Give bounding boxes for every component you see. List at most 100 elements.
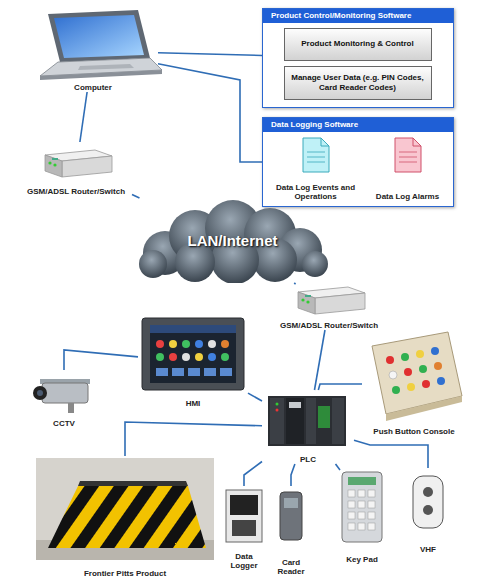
document-icon <box>307 157 325 158</box>
document-icon <box>395 138 421 172</box>
card-reader-illustration <box>280 492 302 540</box>
card-reader-illustration <box>284 498 298 508</box>
plc-illustration <box>270 398 284 444</box>
hmi-illustration <box>195 353 203 361</box>
router-illustration <box>315 293 365 314</box>
plc-illustration <box>332 398 344 444</box>
console-illustration <box>386 396 462 421</box>
logger-illustration <box>226 490 262 542</box>
keypad-illustration <box>358 501 365 508</box>
plc-illustration <box>268 396 346 446</box>
connection-line <box>354 440 428 468</box>
device-node: HMI <box>138 316 248 408</box>
hmi-illustration <box>169 353 177 361</box>
device-caption: Frontier Pitts Product <box>84 569 166 578</box>
hmi-illustration <box>182 340 190 348</box>
hmi-illustration <box>182 353 190 361</box>
console-illustration <box>422 380 430 388</box>
keypad-illustration <box>348 512 355 519</box>
device-caption: PLC <box>300 455 316 464</box>
device-node: PLC <box>262 390 354 464</box>
device-node: Push Button Console <box>362 332 466 436</box>
console-illustration <box>392 386 400 394</box>
document-icon <box>307 152 325 153</box>
software-panel: Product Control/Monitoring SoftwareProdu… <box>262 8 454 108</box>
connection-line <box>64 350 138 370</box>
hmi-illustration <box>156 340 164 348</box>
document-icon <box>413 138 421 146</box>
connection-line <box>158 53 262 56</box>
box-label: Product Monitoring & Control <box>295 39 419 49</box>
device-node: Card Reader <box>271 486 311 576</box>
cloud-shape <box>139 250 167 278</box>
device-caption: Data Log Alarms <box>376 192 439 201</box>
keypad-illustration <box>342 472 382 542</box>
keypad-illustration <box>368 490 375 497</box>
card-reader-illustration <box>280 492 302 540</box>
keypad-illustration <box>358 512 365 519</box>
keypad-illustration <box>342 472 382 542</box>
console-illustration <box>404 368 412 376</box>
console-illustration <box>437 377 445 385</box>
connection-line <box>80 92 87 142</box>
logger-illustration <box>230 495 258 515</box>
device-node: GSM/ADSL Router/Switch <box>270 284 388 330</box>
camera-illustration <box>33 386 47 400</box>
device-node: Computer <box>28 10 158 92</box>
document-icon <box>303 138 329 172</box>
device-caption: Key Pad <box>346 555 378 564</box>
connection-line <box>318 384 362 390</box>
router-illustration <box>45 155 62 177</box>
device-caption: GSM/ADSL Router/Switch <box>27 187 125 196</box>
document-icon <box>307 162 325 163</box>
document-icon <box>395 138 421 172</box>
device-node: Frontier Pitts Product <box>35 456 215 578</box>
device-caption: Push Button Console <box>373 427 454 436</box>
keypad-illustration <box>358 490 365 497</box>
keypad-illustration <box>348 490 355 497</box>
device-caption: GSM/ADSL Router/Switch <box>280 321 378 330</box>
hmi-illustration <box>172 368 184 376</box>
laptop-illustration <box>40 10 162 80</box>
keypad-illustration <box>358 523 365 530</box>
plc-illustration <box>286 398 304 444</box>
camera-illustration <box>37 390 43 396</box>
remote-illustration <box>423 487 433 497</box>
document-icon <box>399 152 417 153</box>
laptop-illustration <box>54 15 144 58</box>
function-box: Manage User Data (e.g. PIN Codes, Card R… <box>284 66 432 100</box>
device-node: Data Log Events and Operations <box>268 134 364 202</box>
hmi-illustration <box>208 340 216 348</box>
hmi-illustration <box>188 368 200 376</box>
hmi-illustration <box>204 368 216 376</box>
connection-line <box>314 330 325 390</box>
connection-line <box>244 462 262 487</box>
hmi-illustration <box>220 368 232 376</box>
logger-illustration <box>232 520 256 536</box>
console-illustration <box>401 353 409 361</box>
plc-illustration <box>276 409 279 412</box>
console-illustration <box>386 356 394 364</box>
keypad-illustration <box>348 523 355 530</box>
plc-illustration <box>289 402 301 408</box>
function-box: Product Monitoring & Control <box>284 28 432 61</box>
hmi-illustration <box>221 340 229 348</box>
console-illustration <box>372 332 462 421</box>
remote-illustration <box>423 505 433 515</box>
console-illustration <box>431 347 439 355</box>
plc-illustration <box>318 406 330 428</box>
barrier-illustration <box>36 458 214 560</box>
cloud-label: LAN/Internet <box>188 232 278 249</box>
panel-title: Data Logging Software <box>263 118 453 132</box>
connection-line <box>294 283 295 284</box>
camera-illustration <box>42 383 88 403</box>
network-cloud: LAN/Internet <box>135 198 330 283</box>
keypad-illustration <box>348 501 355 508</box>
hmi-illustration <box>169 340 177 348</box>
device-caption: CCTV <box>53 419 75 428</box>
router-illustration <box>45 150 112 177</box>
router-illustration <box>301 298 304 301</box>
hmi-illustration <box>156 368 168 376</box>
